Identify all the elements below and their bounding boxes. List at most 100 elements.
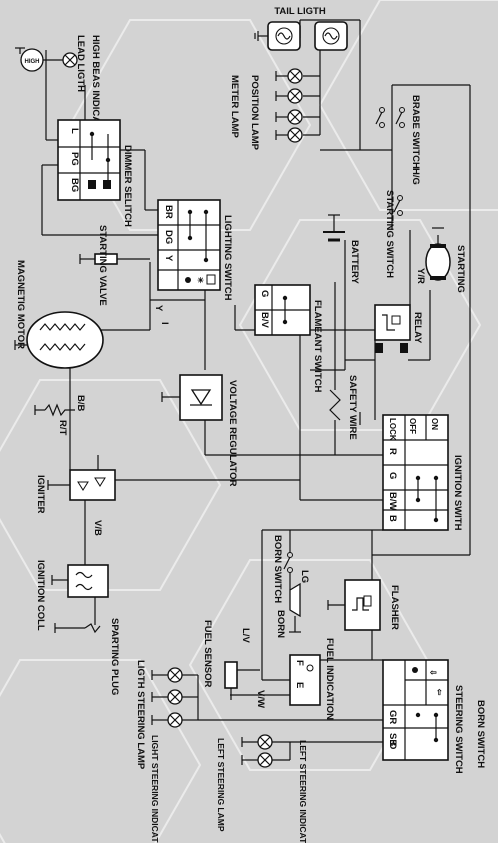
relay-label: RELAY: [412, 312, 423, 344]
steering-row-label: SB: [387, 733, 398, 746]
fuel-gauge: FUEL SENSOR L/V F E FUEL INDICATION V/W: [202, 620, 335, 720]
fuel-indication-label: FUEL INDICATION: [324, 638, 335, 720]
head-light: HIGH HIGH BEAS INDICATION LEAD LIGTH: [15, 35, 101, 145]
y-r-label: Y/R: [415, 268, 426, 284]
horn: BORN SWITCH LG BORN: [272, 530, 310, 638]
brake-switch-label: BRABE SWITCH: [410, 95, 421, 169]
diode-icon: [190, 389, 212, 406]
fuel-term-label: E: [294, 682, 305, 688]
fuel-term-label: F: [294, 660, 305, 666]
voltage-regulator: VOLTAGE REGULATOR B/B: [75, 374, 238, 487]
flameant-switch-label: FLAMEANT SWITCH: [312, 300, 323, 392]
flasher: FLASHER: [327, 579, 400, 631]
position-lamp-label: POSITION LAMP: [249, 75, 260, 151]
lamp-icon: [167, 667, 183, 683]
fuse-icon: [329, 389, 341, 421]
left-steering-indicating-lamp-label: LEFT STEERING INDICATING LAMP: [298, 740, 308, 843]
h-g-label: H/G: [410, 168, 421, 185]
dimmer-switch-label: DIMMER SELITCH: [122, 145, 133, 227]
coil-icon: [75, 571, 93, 579]
fuel-sensor-label: FUEL SENSOR: [202, 620, 213, 688]
svg-text:⇧: ⇧: [436, 688, 443, 697]
starting-switch-label: STARTING SWITCH: [384, 190, 395, 278]
spark-plug-label: SPARTING PLUG: [109, 618, 120, 695]
safety-wire-label: SAFETY WIRE: [347, 375, 358, 440]
meter-lamp-label: METER LAMP: [229, 75, 240, 138]
head-light-label: LEAD LIGTH: [75, 35, 86, 92]
igniter: R/T IGNITER V/B: [34, 403, 116, 536]
switch-icon: [395, 111, 403, 125]
flameant-row-label: B/V: [259, 312, 270, 329]
ignition-row-label: R: [387, 448, 398, 455]
lamp-icon: [287, 109, 303, 125]
coil-icon: [39, 343, 86, 351]
ignition-row-label: B/W: [387, 492, 398, 511]
coil-icon: [39, 323, 86, 331]
starting-motor-label: STARTING: [455, 245, 466, 293]
horn-switch-label: BORN SWITCH: [272, 535, 283, 603]
svg-text:HIGH: HIGH: [25, 59, 40, 65]
ignition-row-label: G: [387, 472, 398, 479]
starting-valve-label: STARTING VALVE: [97, 225, 108, 306]
light-steering-lamp-label: LIGTH STEERING LAMP: [135, 660, 146, 770]
r-t-label: R/T: [57, 420, 68, 436]
safety-wire: SAFETY WIRE: [329, 355, 358, 455]
y-wire-label: Y: [153, 305, 164, 312]
magneto: MAGNETIG MOTOR Y I: [14, 260, 170, 369]
flasher-label: FLASHER: [389, 585, 400, 630]
lamp-icon: [257, 752, 273, 768]
steering-switch-label: STEERING SWITCH: [453, 685, 464, 774]
steering-row-label: O: [387, 742, 398, 749]
born-switch-right-label: BORN SWITCH: [475, 700, 486, 768]
lighting-row-label: DG: [163, 230, 174, 244]
v-b-wire-label: V/B: [92, 520, 103, 536]
wires: [41, 19, 471, 761]
starting-motor: STARTING Y/R: [415, 227, 466, 293]
ignition-switch-label: IGNITION SWITH: [452, 455, 463, 531]
ignition-col-label: OFF: [408, 418, 417, 434]
lighting-row-label: Y: [163, 255, 174, 262]
voltage-regulator-label: VOLTAGE REGULATOR: [227, 380, 238, 487]
position-lamps: POSITION LAMP METER LAMP: [229, 68, 303, 151]
resistor-icon: [44, 403, 75, 417]
diode-icon: [94, 477, 106, 487]
flameant-row-label: G: [259, 290, 270, 297]
lighting-switch: BR DG Y ☀ LIGHTING SWITCH: [157, 199, 233, 301]
left-steering-lamps: LEFT STEERING LAMP LEFT STEERING INDICAT…: [216, 734, 308, 843]
lamp-icon: [257, 734, 273, 750]
lamp-icon: [287, 127, 303, 143]
relay: RELAY: [374, 304, 423, 353]
magneto-label: MAGNETIG MOTOR: [15, 260, 26, 349]
lamp-icon: [167, 712, 183, 728]
i-wire-label: I: [159, 322, 170, 325]
ignition-col-label: LOCK: [388, 418, 397, 441]
brake-switch: BRABE SWITCH H/G STARTING SWITCH: [375, 95, 421, 278]
ignition-row-label: B: [387, 515, 398, 522]
b-b-wire-label: B/B: [75, 395, 86, 412]
horn-label: BORN: [275, 610, 286, 638]
lg-label: LG: [299, 570, 310, 583]
lamp-icon: [287, 68, 303, 84]
diode-icon: [77, 481, 89, 491]
igniter-label: IGNITER: [35, 475, 46, 514]
spark-plug-icon: [84, 623, 101, 634]
horn-icon: [289, 582, 301, 618]
switch-icon: [283, 556, 291, 570]
switch-icon: [375, 111, 383, 125]
tail-light-label: TAIL LIGTH: [274, 6, 326, 17]
ignition-coil-label: IGNITION COLL: [35, 560, 46, 631]
svg-text:☀: ☀: [197, 276, 204, 285]
ignition-col-label: ON: [430, 418, 439, 430]
svg-text:⇦: ⇦: [429, 668, 437, 677]
steering-switch: ⇦ ⇧ GR SB O STEERING SWITCH BORN SWITCH: [382, 659, 486, 774]
left-steering-lamp-label: LEFT STEERING LAMP: [216, 738, 226, 832]
battery-label: BATTERY: [349, 240, 360, 284]
lighting-row-label: BR: [163, 205, 174, 219]
l-v-label: L/V: [240, 628, 251, 643]
dimmer-row-label: PG: [69, 152, 80, 166]
steering-row-label: GR: [387, 710, 398, 724]
lamp-icon: [287, 88, 303, 104]
light-steering-indicating-lamp-label: LIGHT STEERING INDICATING LAMP: [150, 735, 160, 843]
